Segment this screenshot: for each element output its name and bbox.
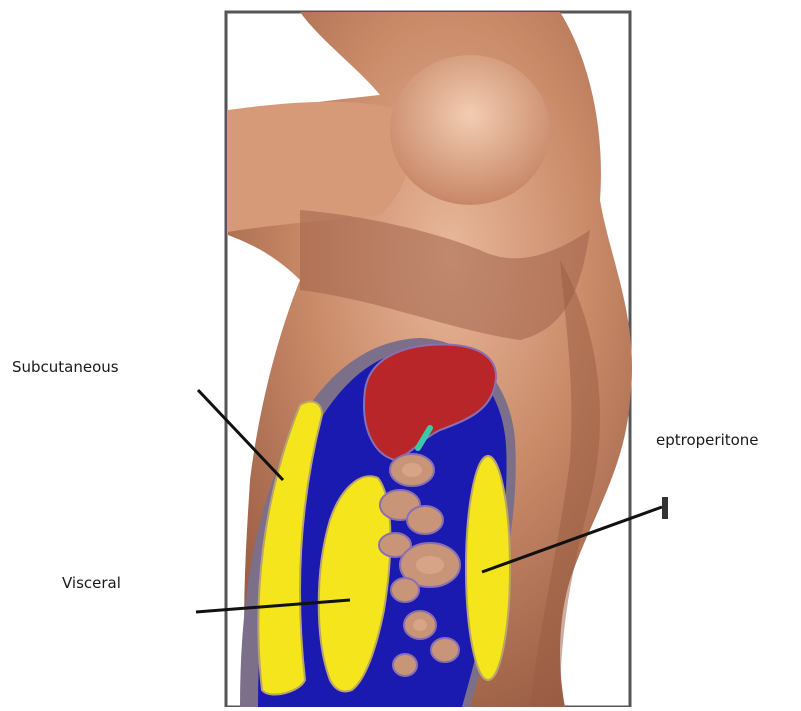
subcutaneous-label: Subcutaneous [12, 358, 119, 376]
retroperitoneal-label: eptroperitone [656, 431, 759, 449]
visceral-label: Visceral [62, 574, 121, 592]
retroperitoneal-fat [466, 456, 510, 680]
label-marker [662, 497, 668, 519]
shoulder [390, 55, 550, 205]
